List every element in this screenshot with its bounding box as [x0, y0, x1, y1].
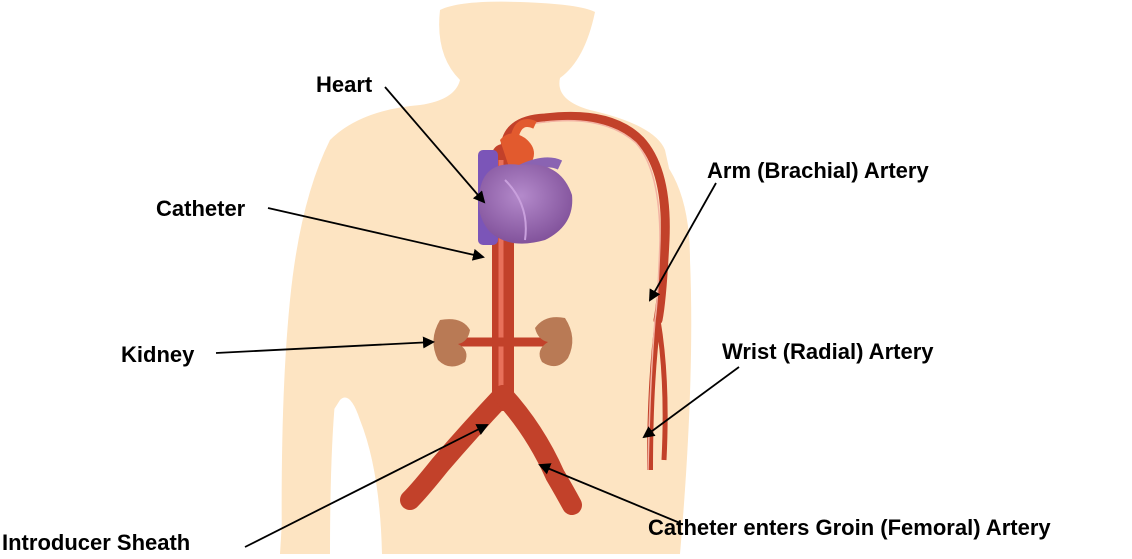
label-heart: Heart [316, 74, 372, 96]
label-kidney: Kidney [121, 344, 194, 366]
label-arm-artery: Arm (Brachial) Artery [707, 160, 929, 182]
label-introducer-sheath: Introducer Sheath [2, 532, 190, 554]
label-catheter: Catheter [156, 198, 245, 220]
label-femoral-entry: Catheter enters Groin (Femoral) Artery [648, 517, 1051, 539]
label-wrist-artery: Wrist (Radial) Artery [722, 341, 934, 363]
